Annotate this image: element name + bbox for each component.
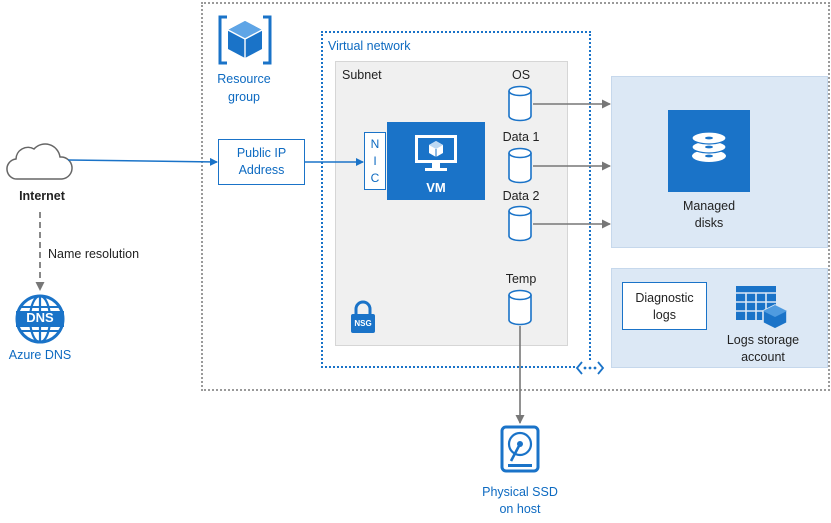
nic-letter-i: I	[373, 154, 377, 168]
nic-letter-n: N	[370, 137, 380, 151]
nsg-label: NSG	[354, 319, 372, 328]
vm-label: VM	[426, 180, 446, 195]
nic-box	[364, 132, 386, 190]
physical-ssd-label-line2: on host	[499, 502, 541, 516]
public-ip-label: Public IP Address	[218, 145, 305, 179]
name-resolution-label: Name resolution	[48, 247, 140, 261]
os-disk-icon	[508, 85, 532, 122]
data2-disk-label: Data 2	[502, 189, 540, 203]
resource-group-label: Resource group	[206, 71, 282, 106]
diagnostic-logs-label: Diagnostic logs	[622, 290, 707, 324]
temp-disk-label: Temp	[505, 272, 537, 286]
virtual-network-label: Virtual network	[328, 39, 411, 53]
logs-storage-label-line2: account	[741, 350, 785, 364]
managed-disks-icon	[668, 110, 750, 192]
os-disk-label: OS	[511, 68, 531, 82]
nic-letter-c: C	[370, 171, 380, 185]
diagnostic-logs-label-line1: Diagnostic	[635, 291, 694, 305]
public-ip-box	[218, 139, 305, 185]
dns-icon-text: DNS	[26, 310, 54, 325]
data2-disk-icon	[508, 205, 532, 242]
diagnostic-logs-label-line2: logs	[653, 308, 676, 322]
managed-disks-label-line1: Managed	[682, 199, 736, 213]
cloud-icon	[6, 139, 73, 183]
storage-table-icon	[735, 285, 791, 331]
resource-group-icon	[217, 14, 273, 66]
azure-dns-label: Azure DNS	[8, 348, 72, 362]
managed-disks-label-line2: disks	[694, 216, 724, 230]
internet-label: Internet	[19, 189, 65, 203]
temp-disk-icon	[508, 289, 532, 326]
virtual-network-boundary	[321, 31, 591, 368]
public-ip-label-line2: Address	[238, 163, 285, 177]
resource-group-label-line2: group	[228, 90, 260, 104]
logs-storage-label-line1: Logs storage	[726, 333, 800, 347]
resource-group-boundary	[201, 2, 830, 391]
ssd-drive-icon	[500, 425, 540, 473]
public-ip-label-line1: Public IP	[236, 146, 287, 160]
data1-disk-icon	[508, 147, 532, 184]
logs-storage-label: Logs storage account	[718, 332, 808, 366]
resource-group-label-line1: Resource	[217, 72, 271, 86]
dns-globe-icon	[14, 293, 66, 345]
physical-ssd-label: Physical SSD on host	[470, 484, 570, 518]
nic-label: N I C	[364, 136, 386, 187]
subnet-label: Subnet	[342, 68, 382, 82]
vnet-peering-icon	[575, 360, 605, 376]
vm-monitor-icon	[414, 134, 458, 174]
managed-disks-label: Managed disks	[660, 198, 758, 232]
diagnostic-logs-box	[622, 282, 707, 330]
data1-disk-label: Data 1	[502, 130, 540, 144]
internet-to-public-ip-arrow	[67, 157, 218, 166]
nsg-lock-icon	[350, 300, 376, 334]
physical-ssd-label-line1: Physical SSD	[482, 485, 558, 499]
